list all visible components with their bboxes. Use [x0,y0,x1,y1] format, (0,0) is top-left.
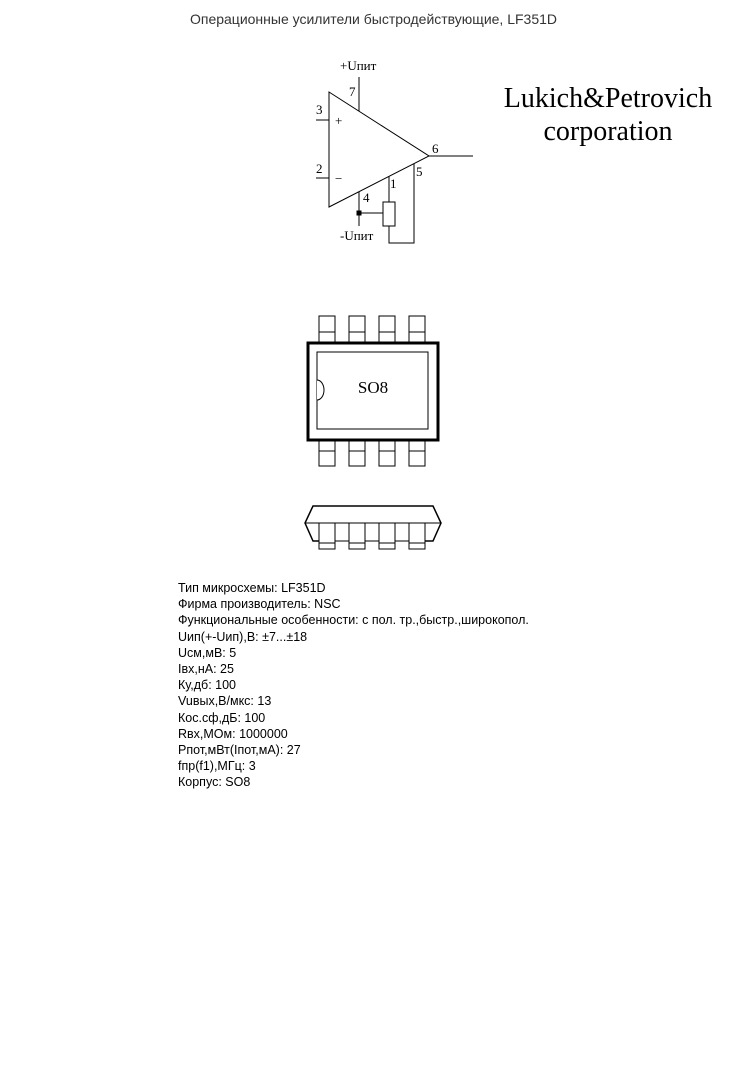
spec-item: Функциональные особенности: с пол. тр.,б… [178,613,529,628]
spec-item: Uип(+-Uип),В: ±7...±18 [178,629,308,644]
spec-item: Ку,дб: 100 [178,678,237,693]
spec-item: fпр(f1),МГц: 3 [178,759,256,774]
pin5-line [388,164,415,244]
vplus-label: +Uпит [340,58,377,73]
package-label: SO8 [358,378,388,397]
vminus-label: -Uпит [340,228,374,243]
top-pins [318,315,426,343]
opamp-triangle [328,91,431,208]
pin4-label: 4 [363,190,370,205]
pin5-label: 5 [416,164,423,179]
pin1-notch [316,379,325,401]
spec-item: Кос.сф,дБ: 100 [178,710,266,725]
spec-item: Rвх,МОм: 1000000 [178,726,288,741]
spec-item: Iвх,нА: 25 [178,662,234,677]
bottom-pins [318,440,426,467]
pin3-label: 3 [316,102,323,117]
package-body [306,341,440,442]
so8-top-view [306,315,440,467]
spec-item: Фирма производитель: NSC [178,597,341,612]
brand-line-2: corporation [543,116,673,147]
pin7-label: 7 [349,84,356,99]
minus-sign: − [335,171,342,186]
spec-list: Тип микросхемы: LF351D Фирма производите… [178,580,529,791]
pin1-label: 1 [390,176,397,191]
brand-line-1: Lukich&Petrovich [503,83,713,114]
page-title: Операционные усилители быстродействующие… [189,11,558,27]
spec-item: Корпус: SO8 [178,775,251,790]
so8-side-view [304,505,442,550]
brand-logo: Lukich&Petrovich corporation [480,82,736,148]
trim-resistor [382,201,396,227]
spec-item: Vuвых,В/мкс: 13 [178,694,272,709]
pin2-label: 2 [316,161,323,176]
spec-item: Pпот,мВт(Iпот,мА): 27 [178,743,301,758]
plus-sign: + [335,113,342,128]
junction-dot [356,210,362,216]
spec-item: Тип микросхемы: LF351D [178,581,326,595]
pin6-label: 6 [432,141,439,156]
spec-item: Uсм,мВ: 5 [178,645,237,660]
